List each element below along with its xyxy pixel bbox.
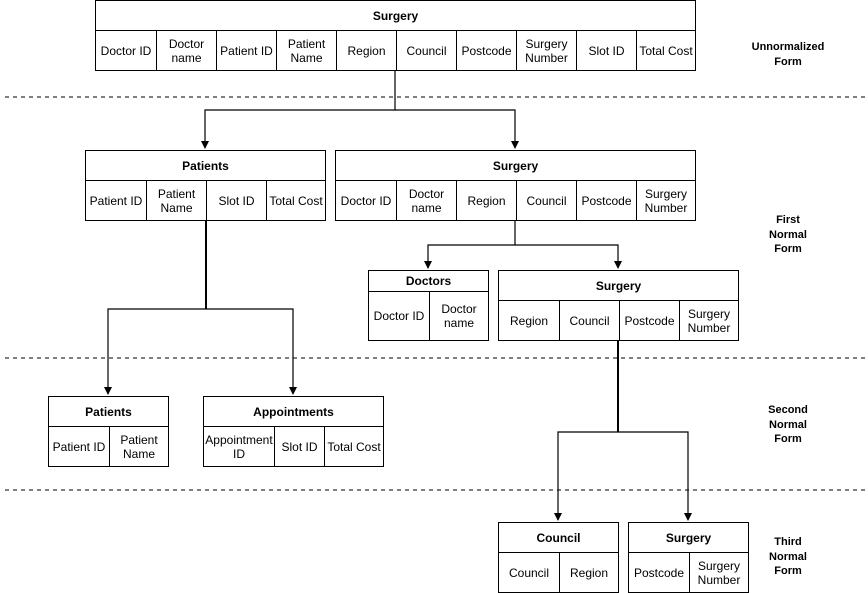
- column-doctor-name: Doctor name: [429, 292, 488, 340]
- column-region: Region: [559, 553, 618, 592]
- table-title: Appointments: [204, 397, 383, 427]
- table-title: Patients: [86, 151, 325, 181]
- column-surgery-number: Surgery Number: [636, 181, 695, 220]
- table-patients-first: Patients Patient ID Patient Name Slot ID…: [85, 150, 326, 221]
- table-surgery-third: Surgery Postcode Surgery Number: [628, 522, 749, 593]
- column-slot-id: Slot ID: [206, 181, 266, 220]
- column-postcode: Postcode: [576, 181, 636, 220]
- column-doctor-id: Doctor ID: [373, 309, 425, 323]
- column-appointment-id: Appointment ID: [205, 432, 273, 461]
- column-patient-name: Patient Name: [146, 181, 206, 220]
- table-title: Patients: [49, 397, 168, 427]
- connector-surgery-split: [424, 220, 622, 269]
- column-patient-id: Patient ID: [89, 193, 143, 208]
- column-region: Region: [336, 31, 396, 70]
- connector-unnormalized-to-first: [201, 70, 519, 149]
- table-council: Council Council Region: [498, 522, 619, 593]
- table-title: Surgery: [336, 151, 695, 181]
- table-surgery-first: Surgery Doctor ID Doctor name Region Cou…: [335, 150, 696, 221]
- table-appointments: Appointments Appointment ID Slot ID Tota…: [203, 396, 384, 467]
- stage-label-third: Third Normal Form: [769, 536, 807, 577]
- stage-label-first: First Normal Form: [769, 214, 807, 255]
- column-surgery-number: Surgery Number: [679, 301, 738, 340]
- table-patients-second: Patients Patient ID Patient Name: [48, 396, 169, 467]
- column-doctor-name: Doctor name: [156, 31, 216, 70]
- column-surgery-number: Surgery Number: [689, 553, 748, 592]
- column-doctor-id: Doctor ID: [100, 43, 152, 58]
- column-region: Region: [509, 313, 549, 328]
- stage-label-unnormalized: Unnormalized Form: [751, 41, 825, 68]
- stage-label-second: Second Normal Form: [768, 404, 808, 445]
- table-title: Doctors: [369, 271, 488, 292]
- column-patient-name: Patient Name: [276, 31, 336, 70]
- column-doctor-id: Doctor ID: [340, 193, 392, 208]
- table-title: Surgery: [499, 271, 738, 301]
- column-postcode: Postcode: [633, 565, 685, 580]
- column-patient-id: Patient ID: [216, 31, 276, 70]
- column-doctor-name: Doctor name: [396, 181, 456, 220]
- column-total-cost: Total Cost: [324, 427, 383, 466]
- column-council: Council: [516, 181, 576, 220]
- column-council: Council: [508, 565, 550, 580]
- connector-patients-split: [104, 220, 297, 395]
- column-patient-name: Patient Name: [109, 427, 168, 466]
- column-slot-id: Slot ID: [576, 31, 636, 70]
- column-postcode: Postcode: [619, 301, 679, 340]
- table-title: Surgery: [629, 523, 748, 553]
- column-council: Council: [396, 31, 456, 70]
- table-surgery-split: Surgery Region Council Postcode Surgery …: [498, 270, 739, 341]
- column-surgery-number: Surgery Number: [516, 31, 576, 70]
- column-total-cost: Total Cost: [266, 181, 325, 220]
- table-doctors: Doctors Doctor ID Doctor name: [368, 270, 489, 341]
- table-title: Council: [499, 523, 618, 553]
- column-slot-id: Slot ID: [274, 427, 324, 466]
- column-postcode: Postcode: [456, 31, 516, 70]
- column-council: Council: [559, 301, 619, 340]
- column-region: Region: [456, 181, 516, 220]
- column-patient-id: Patient ID: [52, 439, 106, 454]
- table-surgery-unnormalized: Surgery Doctor ID Doctor name Patient ID…: [95, 0, 696, 71]
- column-total-cost: Total Cost: [636, 31, 695, 70]
- table-title: Surgery: [96, 1, 695, 31]
- connector-surgery-to-third: [554, 340, 692, 521]
